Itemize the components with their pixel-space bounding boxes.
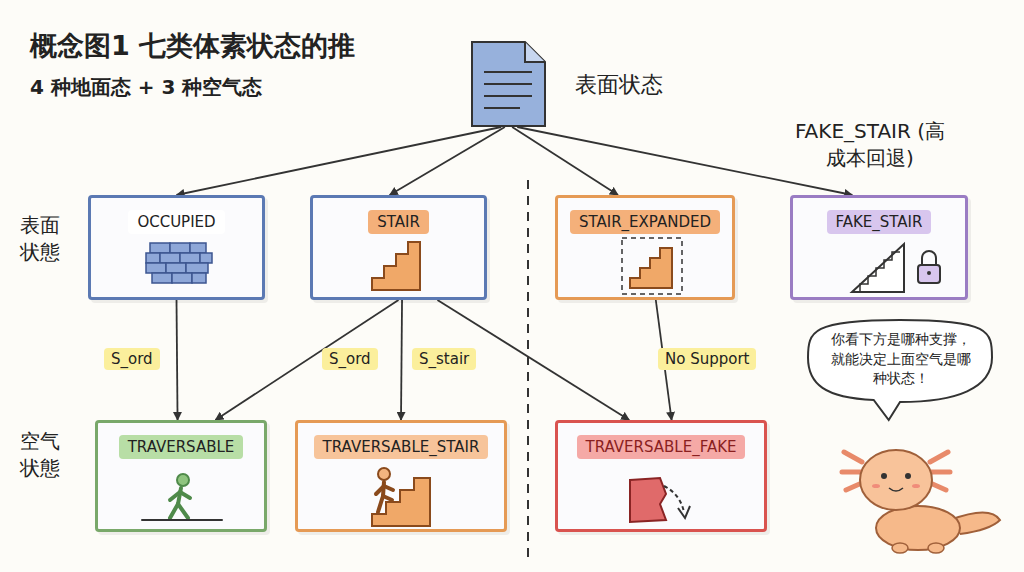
state-tag: TRAVERSABLE_STAIR [314, 435, 489, 459]
row-label: 表面 状態 [20, 212, 64, 266]
edge-label: No Support [658, 348, 756, 370]
connector-arrow [215, 300, 398, 420]
speech-bubble: 你看下方是哪种支撑，就能决定上面空气是哪种状态！ [806, 318, 994, 406]
connector-arrow [177, 127, 502, 195]
dashed-divider [527, 180, 529, 562]
document-node: 表面状态 [472, 42, 545, 127]
connector-arrow [177, 300, 178, 420]
state-box: OCCUPIED [88, 195, 265, 300]
state-box: STAIR [310, 195, 487, 300]
row-label: 空气 状態 [20, 428, 64, 482]
document-icon [472, 42, 545, 126]
subtitle-text: 4 种地面态 + 3 种空气态 [30, 74, 350, 101]
state-tag: OCCUPIED [128, 210, 224, 234]
state-tag: STAIR [368, 210, 429, 234]
state-box: STAIR_EXPANDED [555, 195, 735, 300]
state-tag: FAKE_STAIR [827, 210, 932, 234]
state-box: FAKE_STAIR [790, 195, 968, 300]
bubble-text: 你看下方是哪种支撑，就能决定上面空气是哪种状态！ [826, 330, 976, 389]
state-tag: STAIR_EXPANDED [570, 210, 720, 234]
edge-label: S_stair [412, 348, 476, 370]
state-box: TRAVERSABLE_STAIR [295, 420, 507, 532]
connector-arrow [390, 127, 505, 195]
state-box: TRAVERSABLE_FAKE [555, 420, 767, 532]
state-tag: TRAVERSABLE [119, 435, 244, 459]
diagram-title: 概念图1 七类体素状态的推 [30, 28, 355, 64]
state-tag: TRAVERSABLE_FAKE [577, 435, 746, 459]
axolotl-mascot [842, 450, 1000, 553]
node-heading: 表面状态 [575, 70, 663, 100]
connector-arrow [401, 300, 402, 420]
edge-label: S_ord [104, 348, 160, 370]
edge-label: S_ord [322, 348, 378, 370]
annotation-text: FAKE_STAIR (高成本回退) [785, 118, 955, 172]
state-box: TRAVERSABLE [95, 420, 267, 532]
